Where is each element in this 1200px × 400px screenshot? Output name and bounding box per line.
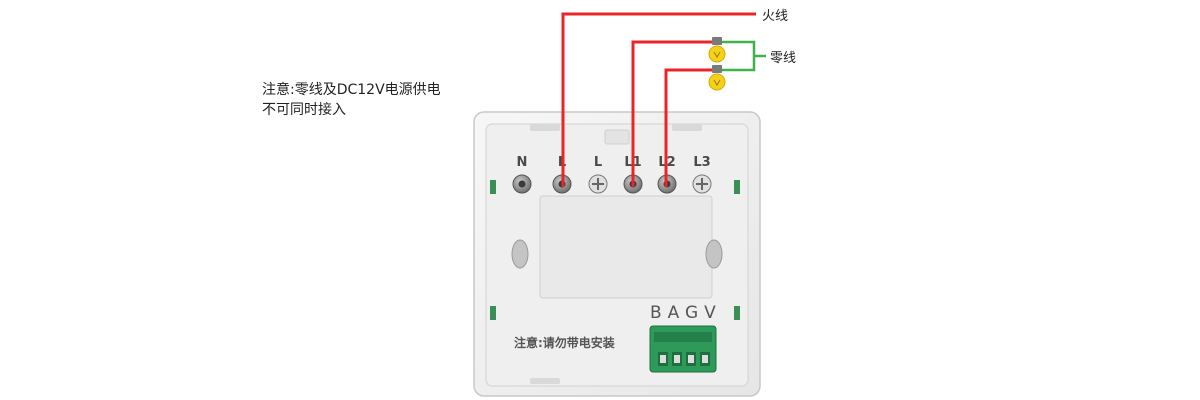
- terminal-label-l3: L3: [693, 155, 710, 170]
- live-wire-label: 火线: [762, 9, 788, 24]
- terminal-screw: [692, 174, 712, 194]
- panel-clip: [734, 180, 740, 194]
- live-wire-l1: [631, 40, 714, 187]
- panel-clip: [490, 180, 496, 194]
- light-bulb-icon: [708, 65, 726, 91]
- module-cover: [539, 195, 713, 299]
- live-wires: [561, 12, 756, 187]
- terminal-screw: [512, 174, 532, 194]
- panel-clip: [734, 306, 740, 320]
- wiring-note-line-1: 注意:零线及DC12V电源供电: [262, 82, 441, 98]
- panel-slot: [672, 124, 702, 131]
- neutral-wire: [722, 40, 756, 72]
- mounting-hole: [511, 239, 529, 269]
- panel-slot: [530, 378, 560, 384]
- light-bulb-icon: [708, 37, 726, 63]
- terminal-label-l-2: L: [594, 155, 602, 170]
- neutral-wire-label: 零线: [770, 51, 796, 66]
- mounting-hole: [705, 239, 723, 269]
- panel-slot: [530, 124, 560, 131]
- terminal-label-n: N: [517, 155, 528, 170]
- neutral-wires: [722, 40, 766, 72]
- wiring-note-line-2: 不可同时接入: [262, 102, 346, 118]
- panel-slot: [604, 129, 630, 145]
- bus-label: BAGV: [650, 303, 722, 323]
- terminal-block: [649, 325, 717, 373]
- live-wire-main: [561, 12, 756, 187]
- panel-clip: [490, 306, 496, 320]
- install-warning: 注意:请勿带电安装: [514, 335, 615, 350]
- switch-panel: [473, 111, 761, 397]
- terminal-screw: [588, 174, 608, 194]
- live-wire-l2: [664, 68, 714, 187]
- wiring-note: 注意:零线及DC12V电源供电 不可同时接入: [262, 80, 441, 120]
